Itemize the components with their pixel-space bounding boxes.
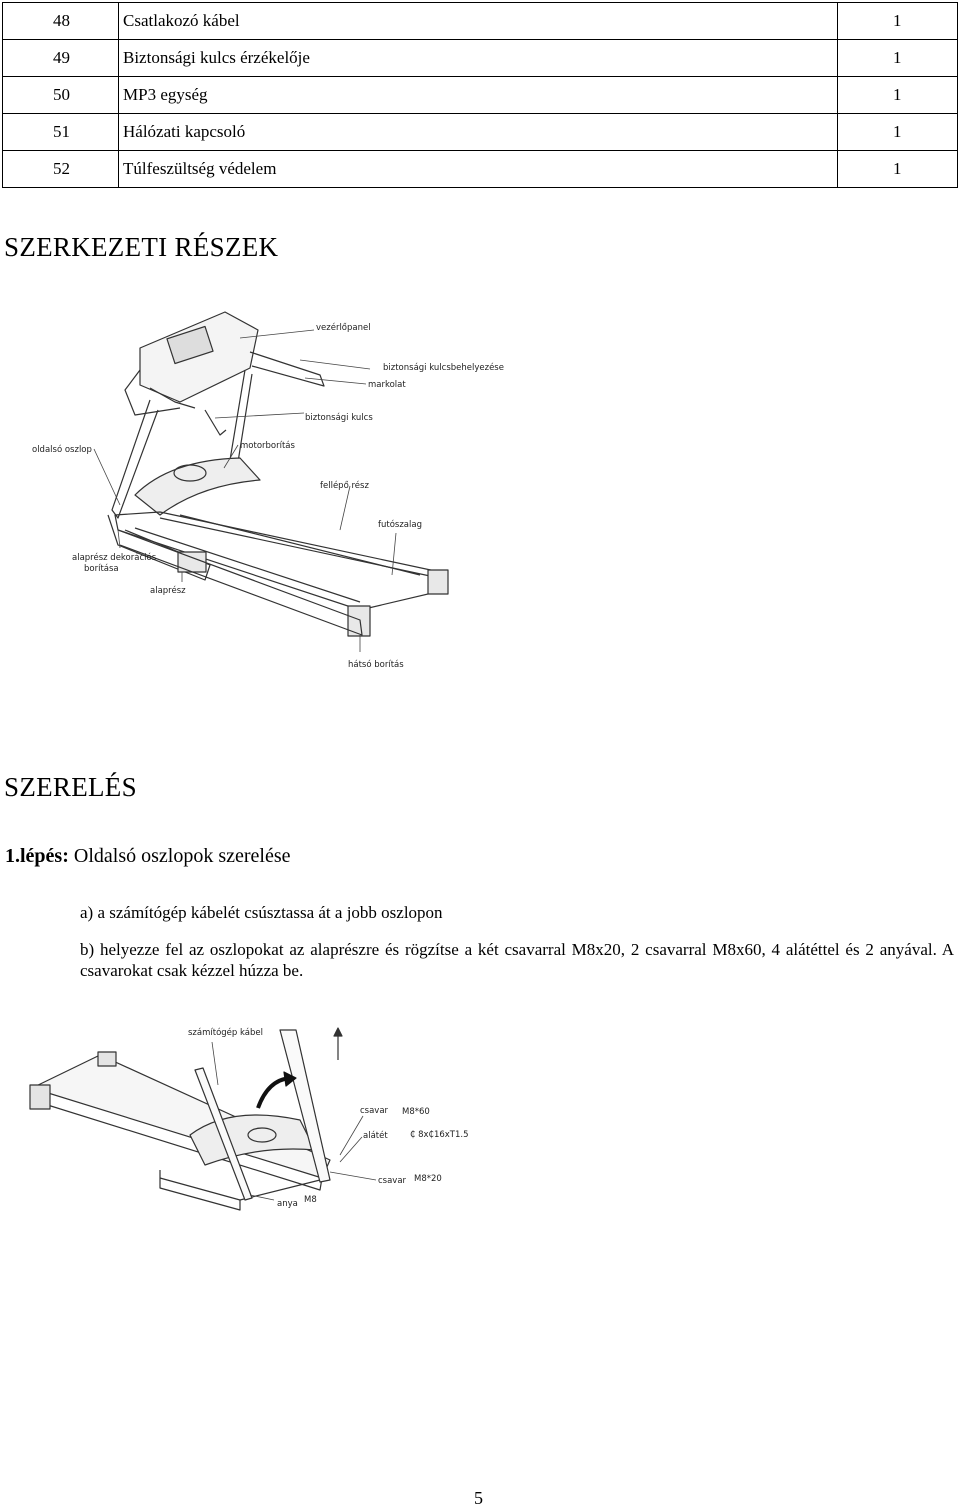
part-quantity: 1 <box>837 39 958 77</box>
part-number: 49 <box>2 39 119 77</box>
label-anya: anya <box>277 1199 298 1209</box>
section-title-assembly: SZERELÉS <box>4 772 137 802</box>
label-szamitogep-kabel: számítógép kábel <box>188 1027 263 1038</box>
label-m8: M8 <box>304 1195 317 1205</box>
label-alapresz: alaprész <box>150 585 186 596</box>
part-quantity: 1 <box>837 150 958 188</box>
step-heading: 1.lépés: Oldalsó oszlopok szerelése <box>5 845 291 868</box>
label-biztonsagi-kulcs: biztonsági kulcs <box>305 413 373 423</box>
label-futoszalag: futószalag <box>378 519 422 530</box>
label-dekor-1: alaprész dekorációs <box>72 552 157 563</box>
label-vezerlopanel: vezérlőpanel <box>316 322 371 333</box>
part-name: Biztonsági kulcs érzékelője <box>118 39 838 77</box>
part-name: Csatlakozó kábel <box>118 2 838 40</box>
part-quantity: 1 <box>837 113 958 151</box>
label-fellepo-resz: fellépő rész <box>320 480 369 491</box>
label-markolat: markolat <box>368 380 406 390</box>
label-csavar-1: csavar <box>360 1106 389 1116</box>
step-title: Oldalsó oszlopok szerelése <box>68 845 291 867</box>
label-m8x60: M8*60 <box>402 1107 430 1117</box>
label-alatet: alátét <box>363 1130 388 1141</box>
label-csavar-2: csavar <box>378 1176 407 1186</box>
label-motorboritas: motorborítás <box>240 441 296 451</box>
part-number: 48 <box>2 2 119 40</box>
section-title-structural-parts: SZERKEZETI RÉSZEK <box>4 232 279 262</box>
label-kulcsbehelyezese: biztonsági kulcsbehelyezése <box>383 362 504 373</box>
part-name: Hálózati kapcsoló <box>118 113 838 151</box>
part-quantity: 1 <box>837 2 958 40</box>
page-number: 5 <box>474 1488 483 1508</box>
part-quantity: 1 <box>837 76 958 114</box>
instruction-a: a) a számítógép kábelét csúsztassa át a … <box>80 903 443 922</box>
label-m8x20: M8*20 <box>414 1174 442 1184</box>
label-hatso-boritas: hátsó borítás <box>348 659 404 670</box>
part-name: Túlfeszültség védelem <box>118 150 838 188</box>
label-oldalso-oszlop: oldalsó oszlop <box>32 444 92 455</box>
treadmill-parts-figure: vezérlőpanel biztonsági kulcsbehelyezése… <box>32 311 504 670</box>
part-name: MP3 egység <box>118 76 838 114</box>
instruction-b: b) helyezze fel az oszlopokat az alaprés… <box>80 940 954 980</box>
part-number: 50 <box>2 76 119 114</box>
upright-assembly-figure: számítógép kábel csavar M8*60 alátét ₵ 8… <box>29 1027 469 1211</box>
part-number: 52 <box>2 150 119 188</box>
label-washer-size: ₵ 8x₵16xT1.5 <box>410 1130 469 1140</box>
part-number: 51 <box>2 113 119 151</box>
step-label: 1.lépés: <box>5 845 69 867</box>
label-dekor-2: borítása <box>84 564 119 574</box>
